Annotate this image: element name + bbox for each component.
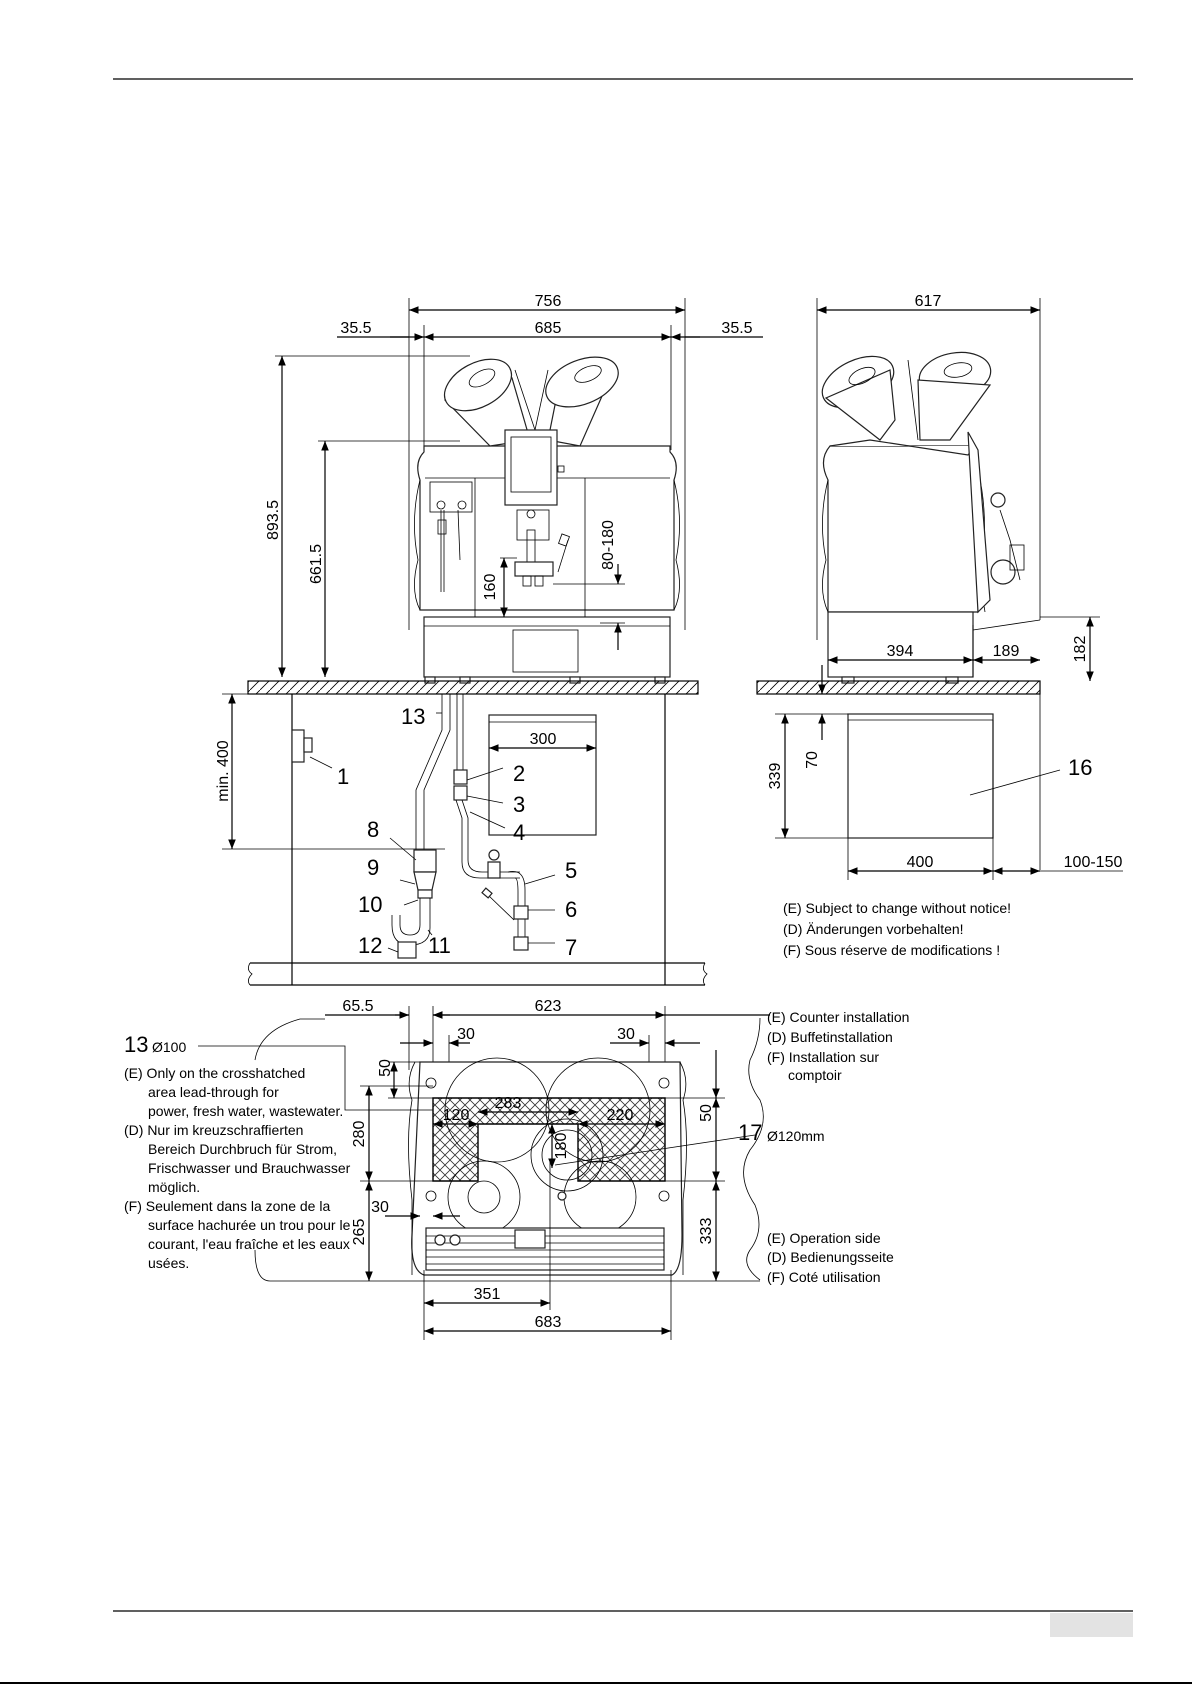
dim-right-depth: 333 — [698, 1218, 715, 1245]
callout-3: 3 — [513, 792, 525, 817]
counter-label-de: (D) Buffetinstallation — [767, 1029, 893, 1045]
dim-cup-height: 160 — [482, 574, 499, 601]
callout-7: 7 — [565, 935, 577, 960]
callout-1: 1 — [337, 764, 349, 789]
front-view: 756 685 35.5 35.5 893.5 661.5 — [215, 293, 763, 986]
dim-top-margin: 50 — [377, 1059, 394, 1077]
dim-cabinet-width: 400 — [907, 854, 934, 871]
dim-corner-right: 30 — [617, 1026, 635, 1043]
dim-right-hatch: 220 — [607, 1107, 634, 1124]
notice-de: (D) Änderungen vorbehalten! — [783, 921, 964, 937]
notice-en: (E) Subject to change without notice! — [783, 900, 1011, 916]
dim-side-depth: 617 — [915, 293, 942, 310]
dim-right-offset: 35.5 — [721, 320, 752, 337]
counter-label-fr: (F) Installation sur — [767, 1049, 879, 1065]
hole-label-17: 17 — [738, 1120, 762, 1145]
dim-hole-offset: 180 — [553, 1133, 570, 1160]
dim-min-below: min. 400 — [215, 740, 232, 801]
note-line: (E) Only on the crosshatched — [124, 1065, 305, 1081]
note-line: Bereich Durchbruch für Strom, — [148, 1141, 337, 1157]
dim-left-hatch: 120 — [443, 1107, 470, 1124]
crosshatch-note: (E) Only on the crosshatched area lead-t… — [124, 1065, 351, 1271]
note-line: usées. — [148, 1255, 189, 1271]
dim-depth-280: 280 — [351, 1121, 368, 1148]
dim-hatch-width: 283 — [495, 1095, 522, 1112]
hole-diameter-13: Ø100 — [152, 1039, 186, 1055]
notice-fr: (F) Sous réserve de modifications ! — [783, 942, 1000, 958]
dim-right-top: 50 — [698, 1104, 715, 1122]
dim-box-width: 300 — [530, 731, 557, 748]
dim-wall-gap: 100-150 — [1064, 854, 1123, 871]
dim-front-overhang: 189 — [993, 643, 1020, 660]
page-number-box — [1050, 1613, 1133, 1637]
dim-spout-range: 80-180 — [600, 520, 617, 570]
callout-11: 11 — [428, 933, 451, 958]
dim-overall: 683 — [535, 1314, 562, 1331]
callout-6: 6 — [565, 897, 577, 922]
callout-16: 16 — [1068, 755, 1092, 780]
hole-label-13: 13 — [124, 1032, 148, 1057]
dim-front-offset: 30 — [371, 1199, 389, 1216]
dim-cabinet-height: 339 — [767, 763, 784, 790]
callout-12: 12 — [358, 933, 382, 958]
dim-corner-left: 30 — [457, 1026, 475, 1043]
callout-4: 4 — [513, 820, 525, 845]
dim-top-left-margin: 65.5 — [342, 998, 373, 1015]
dim-total-width: 756 — [535, 293, 562, 310]
operation-label-fr: (F) Coté utilisation — [767, 1269, 881, 1285]
dim-top-width: 623 — [535, 998, 562, 1015]
operation-label-en: (E) Operation side — [767, 1230, 881, 1246]
operation-label-de: (D) Bedienungsseite — [767, 1249, 894, 1265]
note-line: (D) Nur im kreuzschraffierten — [124, 1122, 303, 1138]
dim-gap: 70 — [804, 751, 821, 769]
dim-base-depth: 394 — [887, 643, 914, 660]
hole-diameter-17: Ø120mm — [767, 1128, 825, 1144]
note-line: möglich. — [148, 1179, 200, 1195]
note-line: (F) Seulement dans la zone de la — [124, 1198, 330, 1214]
dim-spout-height: 661.5 — [308, 544, 325, 584]
callout-10: 10 — [358, 892, 382, 917]
dim-inner-width: 685 — [535, 320, 562, 337]
dim-base-height: 182 — [1072, 636, 1089, 663]
note-line: Frischwasser und Brauchwasser — [148, 1160, 351, 1176]
dim-total-height: 893.5 — [265, 500, 282, 540]
callout-8: 8 — [367, 817, 379, 842]
note-line: surface hachurée un trou pour le — [148, 1217, 351, 1233]
counter-label-fr-2: comptoir — [788, 1067, 842, 1083]
callout-9: 9 — [367, 855, 379, 880]
callout-2: 2 — [513, 761, 525, 786]
note-line: power, fresh water, wastewater. — [148, 1103, 343, 1119]
counter-label-en: (E) Counter installation — [767, 1009, 909, 1025]
change-notice: (E) Subject to change without notice! (D… — [783, 900, 1011, 958]
dim-left-offset: 35.5 — [340, 320, 371, 337]
dim-center: 351 — [474, 1286, 501, 1303]
dim-front-depth: 265 — [351, 1219, 368, 1246]
side-view: 617 394 189 182 — [756, 293, 1123, 880]
callout-5: 5 — [565, 858, 577, 883]
top-view: 65.5 623 30 30 — [124, 998, 909, 1340]
callout-13: 13 — [401, 704, 425, 729]
note-line: area lead-through for — [148, 1084, 279, 1100]
note-line: courant, l'eau fraîche et les eaux — [148, 1236, 350, 1252]
